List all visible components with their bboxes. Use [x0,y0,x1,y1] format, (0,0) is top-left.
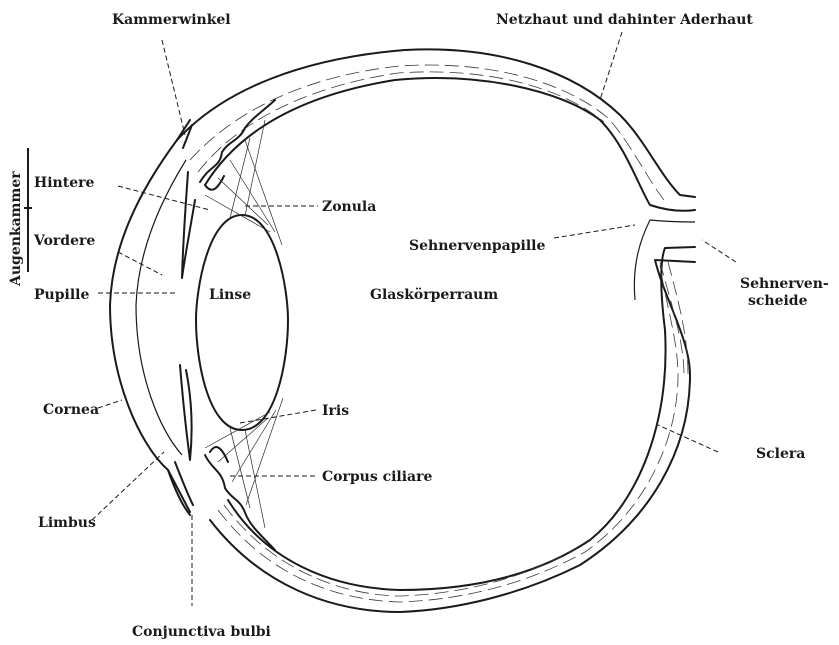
label-cornea: Cornea [43,402,99,418]
leader-sclera [658,425,718,452]
label-augenkammer: Augenkammer [8,171,24,287]
label-corpus-ciliare: Corpus ciliare [322,469,433,485]
label-linse: Linse [209,287,251,303]
lens [196,215,288,430]
leader-netzhaut [600,32,622,100]
label-vordere: Vordere [33,233,95,249]
iris-lower [180,365,192,460]
label-netzhaut: Netzhaut und dahinter Aderhaut [496,12,753,28]
limbus-notch [168,462,193,515]
leader-sehnervenpapille [554,225,635,238]
leader-hintere [118,186,210,210]
label-hintere: Hintere [34,175,94,191]
label-kammerwinkel: Kammerwinkel [112,12,231,28]
sclera-outer-wall-lower [210,260,695,612]
leader-sehnervenscheide [702,240,736,262]
leader-kammerwinkel [162,40,185,135]
zonula-fibers-upper [205,120,282,245]
label-pupille: Pupille [34,287,89,303]
label-sehnervenpapille: Sehnervenpapille [409,238,545,254]
leader-cornea [98,400,122,408]
leader-limbus [92,452,164,520]
label-glaskoerperraum: Glaskörperraum [370,287,498,303]
retina-inner-wall [205,78,695,211]
iris-upper [182,172,195,278]
label-sclera: Sclera [756,446,805,462]
label-sehnervenscheide-line1: Sehnerven- [740,276,829,292]
label-sehnervenscheide-line2: scheide [748,293,808,309]
ciliary-body-lower [205,447,275,550]
cornea-inner [136,160,186,455]
label-conjunctiva-bulbi: Conjunctiva bulbi [132,624,271,640]
sclera-hatching-upper [190,65,664,200]
label-iris: Iris [322,403,349,419]
label-limbus: Limbus [38,515,96,531]
sclera-outer-wall [177,49,695,197]
label-zonula: Zonula [322,199,376,215]
cornea-outer [110,140,190,512]
